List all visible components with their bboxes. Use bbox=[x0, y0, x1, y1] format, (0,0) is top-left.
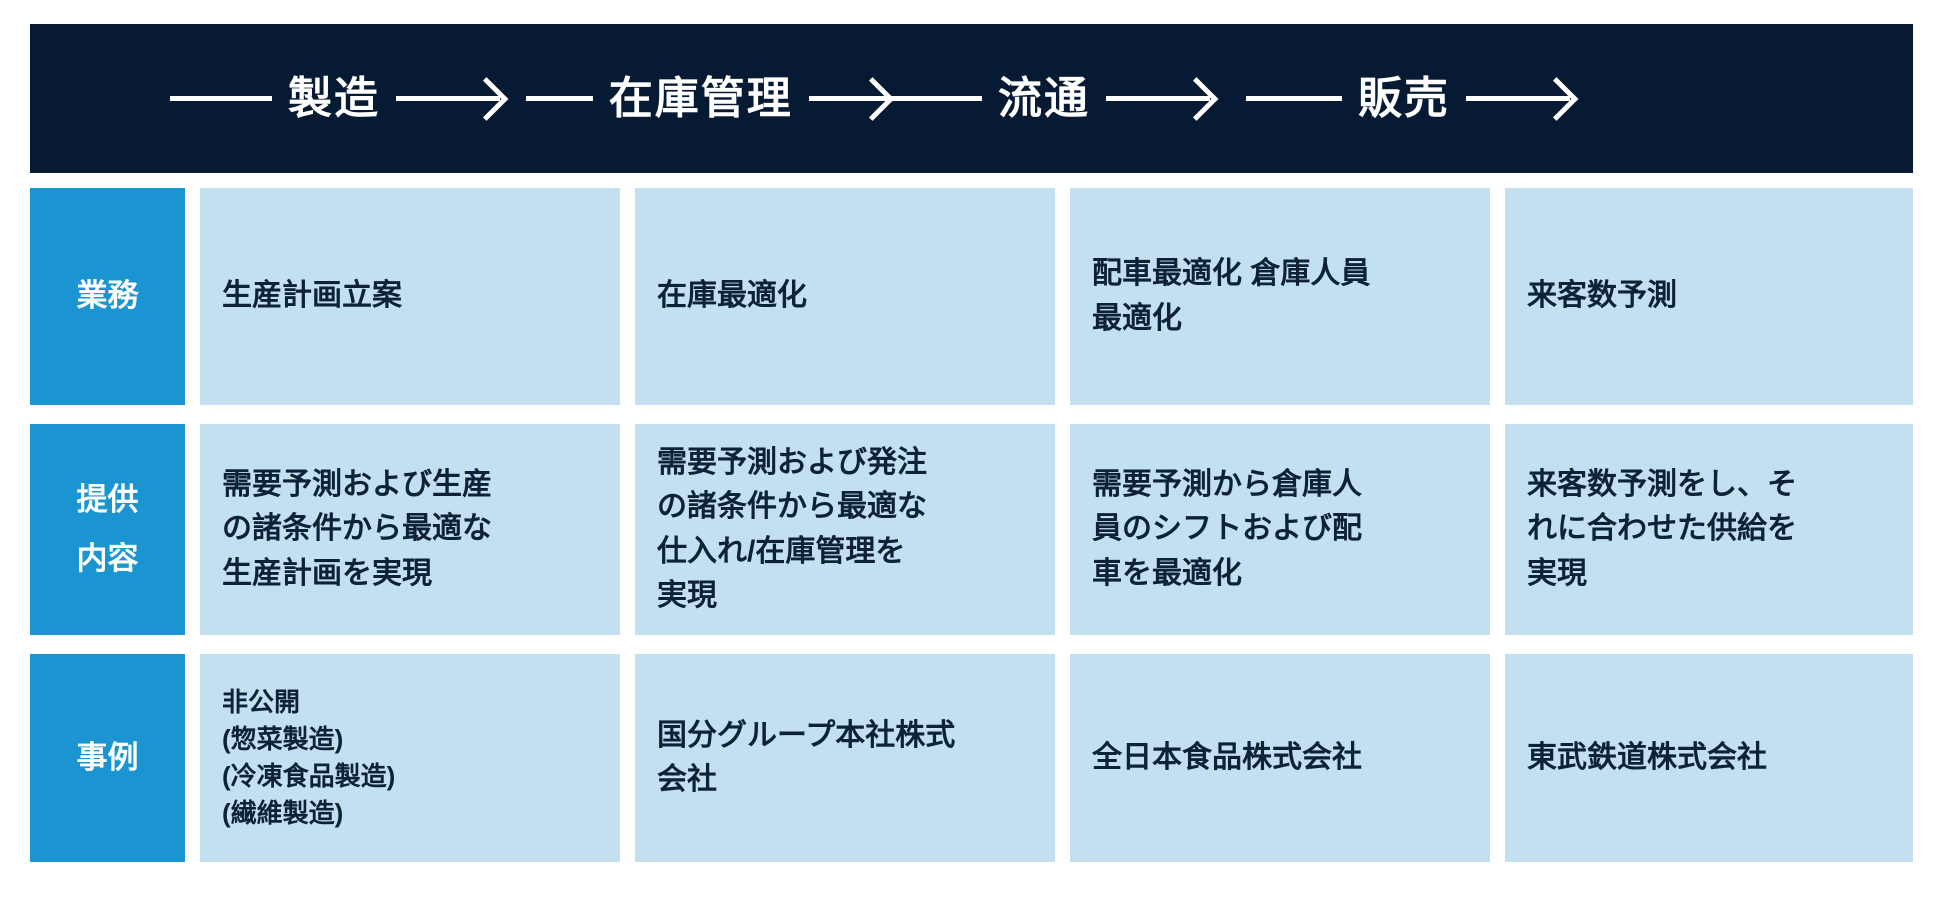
cell-text-line: (繊維製造) bbox=[222, 797, 344, 828]
cell-text-line: の諸条件から最適な bbox=[222, 512, 492, 546]
cell-text-line: 需要予測および発注 bbox=[657, 445, 927, 479]
cell-text-line: 員のシフトおよび配 bbox=[1092, 512, 1362, 546]
flow-stage-sales: 販売 bbox=[1246, 73, 1606, 123]
cell-text-line: 東武鉄道株式会社 bbox=[1527, 740, 1767, 774]
matrix-cell-cases-inventory: 国分グループ本社株式 会社 bbox=[635, 654, 1055, 862]
horizontal-line-icon bbox=[170, 96, 272, 101]
cell-text-line: 最適化 bbox=[1092, 301, 1182, 335]
row-label-line: 提供 bbox=[76, 481, 139, 517]
matrix-row-tasks: 業務 生産計画立案 在庫最適化 配車最適化 倉庫人員 最適化 来客数予測 bbox=[30, 188, 1913, 405]
right-arrow-icon bbox=[396, 96, 500, 101]
matrix-cell-cases-manufacturing: 非公開 (惣菜製造) (冷凍食品製造) (繊維製造) bbox=[200, 654, 620, 862]
matrix-cell-offering-manufacturing: 需要予測および生産 の諸条件から最適な 生産計画を実現 bbox=[200, 424, 620, 635]
matrix-row-cases: 事例 非公開 (惣菜製造) (冷凍食品製造) (繊維製造) 国分グループ本社株式… bbox=[30, 654, 1913, 862]
flow-stage-label: 流通 bbox=[998, 73, 1090, 123]
matrix-cell-tasks-inventory: 在庫最適化 bbox=[635, 188, 1055, 405]
cell-text-line: 会社 bbox=[657, 763, 717, 796]
cell-text-line: 来客数予測 bbox=[1527, 279, 1677, 313]
right-arrow-icon bbox=[808, 96, 886, 101]
cell-text-line: 実現 bbox=[1527, 556, 1587, 590]
matrix-cell-tasks-distribution: 配車最適化 倉庫人員 最適化 bbox=[1070, 188, 1490, 405]
row-label-line: 内容 bbox=[76, 540, 139, 576]
cell-text-line: 配車最適化 倉庫人員 bbox=[1092, 257, 1371, 291]
cell-text-line: 仕入れ/在庫管理を bbox=[657, 534, 906, 568]
value-chain-flow-header: 製造 在庫管理 流通 販売 bbox=[30, 24, 1913, 173]
matrix-cell-tasks-manufacturing: 生産計画立案 bbox=[200, 188, 620, 405]
value-chain-matrix: 業務 生産計画立案 在庫最適化 配車最適化 倉庫人員 最適化 来客数予測 提供 … bbox=[30, 188, 1913, 862]
cell-text-line: 需要予測および生産 bbox=[222, 467, 492, 501]
right-arrow-icon bbox=[1466, 96, 1570, 101]
matrix-cell-offering-inventory: 需要予測および発注 の諸条件から最適な 仕入れ/在庫管理を 実現 bbox=[635, 424, 1055, 635]
flow-stage-label: 製造 bbox=[288, 73, 380, 123]
cell-text-line: 車を最適化 bbox=[1092, 556, 1242, 590]
cell-text-line: 実現 bbox=[657, 578, 717, 612]
flow-stage-inventory: 在庫管理 bbox=[526, 73, 886, 123]
cell-text-line: 生産計画立案 bbox=[222, 279, 402, 313]
right-arrow-icon bbox=[1106, 96, 1210, 101]
matrix-cell-tasks-sales: 来客数予測 bbox=[1505, 188, 1913, 405]
horizontal-line-icon bbox=[886, 96, 982, 101]
flow-stage-label: 在庫管理 bbox=[608, 73, 793, 123]
cell-text-line: 在庫最適化 bbox=[657, 279, 807, 313]
row-label-tasks: 業務 bbox=[30, 188, 185, 405]
cell-text-line: の諸条件から最適な bbox=[657, 490, 927, 524]
cell-text-line: れに合わせた供給を bbox=[1527, 512, 1797, 546]
matrix-row-offering: 提供 内容 需要予測および生産 の諸条件から最適な 生産計画を実現 需要予測およ… bbox=[30, 424, 1913, 635]
horizontal-line-icon bbox=[1246, 96, 1342, 101]
row-label-line: 事例 bbox=[76, 739, 139, 775]
cell-text-line: 非公開 bbox=[222, 687, 301, 718]
matrix-cell-cases-sales: 東武鉄道株式会社 bbox=[1505, 654, 1913, 862]
flow-stage-distribution: 流通 bbox=[886, 73, 1246, 123]
cell-text-line: 生産計画を実現 bbox=[222, 556, 432, 590]
cell-text-line: 需要予測から倉庫人 bbox=[1092, 467, 1362, 501]
row-label-line: 業務 bbox=[76, 278, 139, 314]
flow-stage-manufacturing: 製造 bbox=[170, 73, 526, 123]
row-label-cases: 事例 bbox=[30, 654, 185, 862]
matrix-cell-offering-distribution: 需要予測から倉庫人 員のシフトおよび配 車を最適化 bbox=[1070, 424, 1490, 635]
cell-text-line: 全日本食品株式会社 bbox=[1092, 740, 1362, 774]
cell-text-line: (冷凍食品製造) bbox=[222, 761, 396, 791]
matrix-cell-offering-sales: 来客数予測をし、そ れに合わせた供給を 実現 bbox=[1505, 424, 1913, 635]
cell-text-line: 国分グループ本社株式 bbox=[657, 718, 956, 752]
row-label-offering: 提供 内容 bbox=[30, 424, 185, 635]
cell-text-line: 来客数予測をし、そ bbox=[1527, 467, 1797, 501]
flow-stage-label: 販売 bbox=[1358, 73, 1450, 123]
horizontal-line-icon bbox=[526, 96, 593, 101]
cell-text-line: (惣菜製造) bbox=[222, 724, 344, 755]
matrix-cell-cases-distribution: 全日本食品株式会社 bbox=[1070, 654, 1490, 862]
